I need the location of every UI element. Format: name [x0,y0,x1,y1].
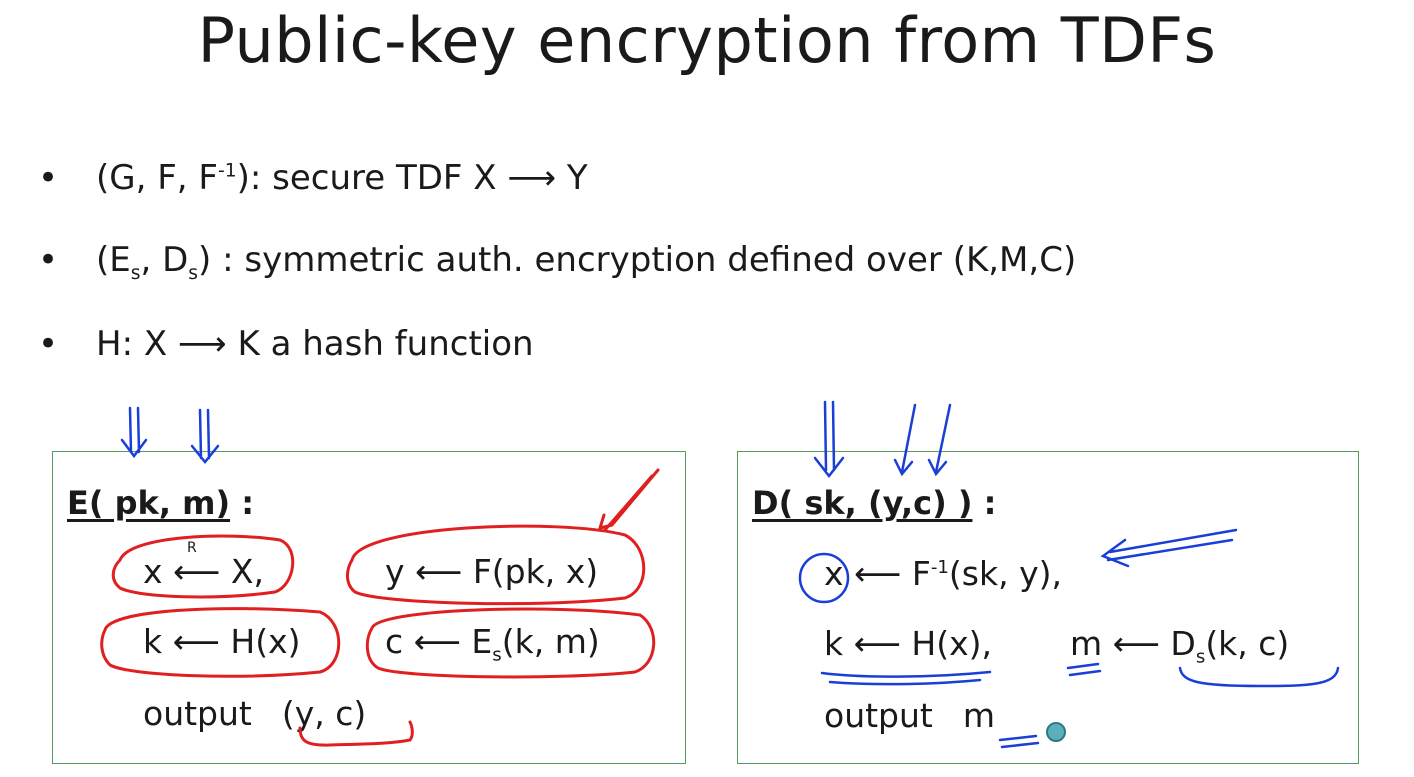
bullet-symmetric: •(Es, Ds) : symmetric auth. encryption d… [38,240,1077,284]
decrypt-header: D( sk, (y,c) ) : [752,484,997,522]
bullet-dot: • [38,240,59,280]
blue-arrow-pk [120,406,148,459]
decrypt-box [737,451,1359,764]
bullet-dot: • [38,158,59,198]
encrypt-compute-c: c ⟵ Es(k, m) [385,622,600,666]
bullet-hash: •H: X ⟶ K a hash function [38,324,534,364]
random-arrow: R⟵ [173,540,221,591]
encrypt-sample-x: x R⟵ X, [143,540,264,591]
encrypt-output: output(y, c) [143,694,367,733]
encrypt-compute-y: y ⟵ F(pk, x) [385,552,599,591]
slide-title: Public-key encryption from TDFs [197,4,1217,77]
encrypt-header: E( pk, m) : [67,484,255,522]
bullet-tdf: •(G, F, F-1): secure TDF X ⟶ Y [38,158,588,198]
bullet-dot: • [38,324,59,364]
encrypt-compute-k: k ⟵ H(x) [143,622,301,661]
decrypt-invert-x: x ⟵ F-1(sk, y), [824,554,1062,593]
decrypt-compute-k: k ⟵ H(x), [824,624,992,663]
decrypt-compute-m: m ⟵ Ds(k, c) [1070,624,1290,668]
